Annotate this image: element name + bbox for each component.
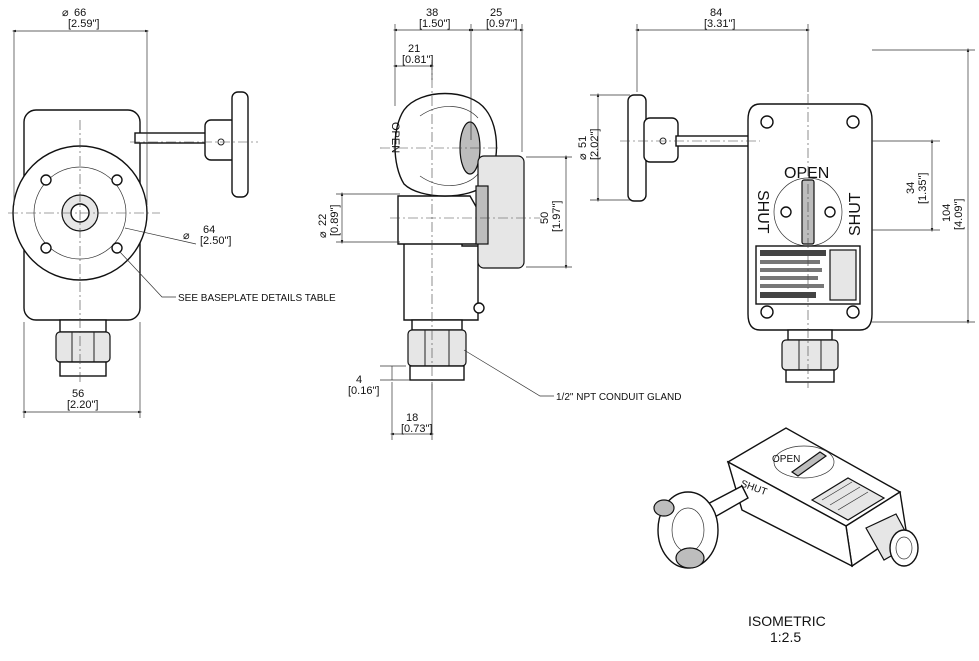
dim-rear-width: 84 [710, 7, 722, 19]
dim-diameter-symbol: ⌀ [317, 231, 329, 238]
iso-indicator [790, 451, 828, 477]
iso-open-label: OPEN [772, 454, 800, 465]
rear-shut-label-right: SHUT [847, 192, 864, 236]
front-bolt-hole [40, 242, 52, 254]
front-bolt-hole [111, 174, 123, 186]
dim-front-width-in: [2.59"] [68, 18, 99, 30]
dim-gland-width-in: [0.73"] [401, 423, 432, 435]
dim-offset: 21 [408, 43, 420, 55]
dim-gland-offset-in: [0.16"] [348, 385, 379, 397]
dim-rear-handle-dia: 51 [577, 136, 589, 148]
front-gland-body [55, 331, 111, 363]
isometric-view: OPEN SHUT ISOMETRIC 1:2.5 [653, 427, 919, 645]
dim-handle-depth-in: [0.97"] [486, 18, 517, 30]
note-gland: 1/2" NPT CONDUIT GLAND [556, 392, 681, 403]
side-view: OPEN 38 [1.50"] 25 [0.97"] 21 [0.81"] [317, 7, 681, 440]
front-handwheel [231, 91, 249, 198]
rear-hub [643, 117, 679, 163]
front-gland-tip [59, 361, 107, 377]
rear-gland-body [781, 339, 839, 371]
dim-front-width: 66 [74, 7, 86, 19]
dim-rear-inner-height-in: [1.35"] [917, 173, 929, 204]
front-view: ⌀ 66 [2.59"] ⌀ 64 [2.50"] SEE BASEPLATE … [8, 7, 336, 418]
dim-diameter-symbol: ⌀ [62, 7, 69, 19]
side-gland-tip [409, 365, 465, 381]
iso-title: ISOMETRIC [748, 613, 826, 629]
side-gland-body [407, 329, 467, 367]
dim-diameter-symbol: ⌀ [577, 153, 589, 160]
rear-shut-label-left: SHUT [754, 190, 771, 234]
rear-mount-hole [846, 115, 860, 129]
iso-gland-end [889, 529, 919, 567]
rear-gland-tip [785, 369, 835, 383]
rear-open-label: OPEN [784, 165, 829, 182]
dim-offset-in: [0.81"] [402, 54, 433, 66]
dim-rear-total-height-in: [4.09"] [953, 199, 965, 230]
front-bolt-hole [40, 174, 52, 186]
rear-mount-hole [846, 305, 860, 319]
dim-side-height: 50 [539, 212, 551, 224]
side-knob-collar [475, 185, 489, 245]
dim-shaft-dia: 22 [317, 214, 329, 226]
iso-scale: 1:2.5 [770, 629, 801, 645]
dim-gland-offset: 4 [356, 374, 362, 386]
dim-handle-depth: 25 [490, 7, 502, 19]
dim-body-width-in: [2.20"] [67, 399, 98, 411]
side-screw [473, 302, 485, 314]
dim-rear-handle-dia-in: [2.02"] [589, 129, 601, 160]
iso-handwheel-grip [675, 547, 705, 569]
side-flange [397, 195, 479, 245]
dim-rear-inner-height: 34 [905, 182, 917, 194]
dim-shaft-dia-in: [0.89"] [329, 205, 341, 236]
front-bolt-hole [111, 242, 123, 254]
dim-rear-total-height: 104 [941, 204, 953, 222]
dim-rear-width-in: [3.31"] [704, 18, 735, 30]
iso-nameplate [810, 477, 886, 521]
dim-side-width: 38 [426, 7, 438, 19]
dim-diameter-symbol: ⌀ [183, 230, 190, 242]
rear-dial-screw [780, 206, 792, 218]
side-open-label: OPEN [389, 122, 401, 153]
rear-mount-hole [760, 305, 774, 319]
dim-side-width-in: [1.50"] [419, 18, 450, 30]
dim-bolt-circle-in: [2.50"] [200, 235, 231, 247]
dim-bolt-circle: 64 [203, 224, 215, 236]
dim-side-height-in: [1.97"] [551, 201, 563, 232]
rear-dial-screw [824, 206, 836, 218]
rear-gland-nut [787, 329, 833, 341]
side-gland-nut [411, 319, 463, 331]
dim-body-width: 56 [72, 388, 84, 400]
rear-view: OPEN SHUT SHUT 84 [3.31"] ⌀ 51 [2.02"] [577, 7, 975, 388]
dim-gland-width: 18 [406, 412, 418, 424]
front-gland-nut [59, 319, 107, 333]
note-baseplate: SEE BASEPLATE DETAILS TABLE [178, 293, 336, 304]
rear-mount-hole [760, 115, 774, 129]
